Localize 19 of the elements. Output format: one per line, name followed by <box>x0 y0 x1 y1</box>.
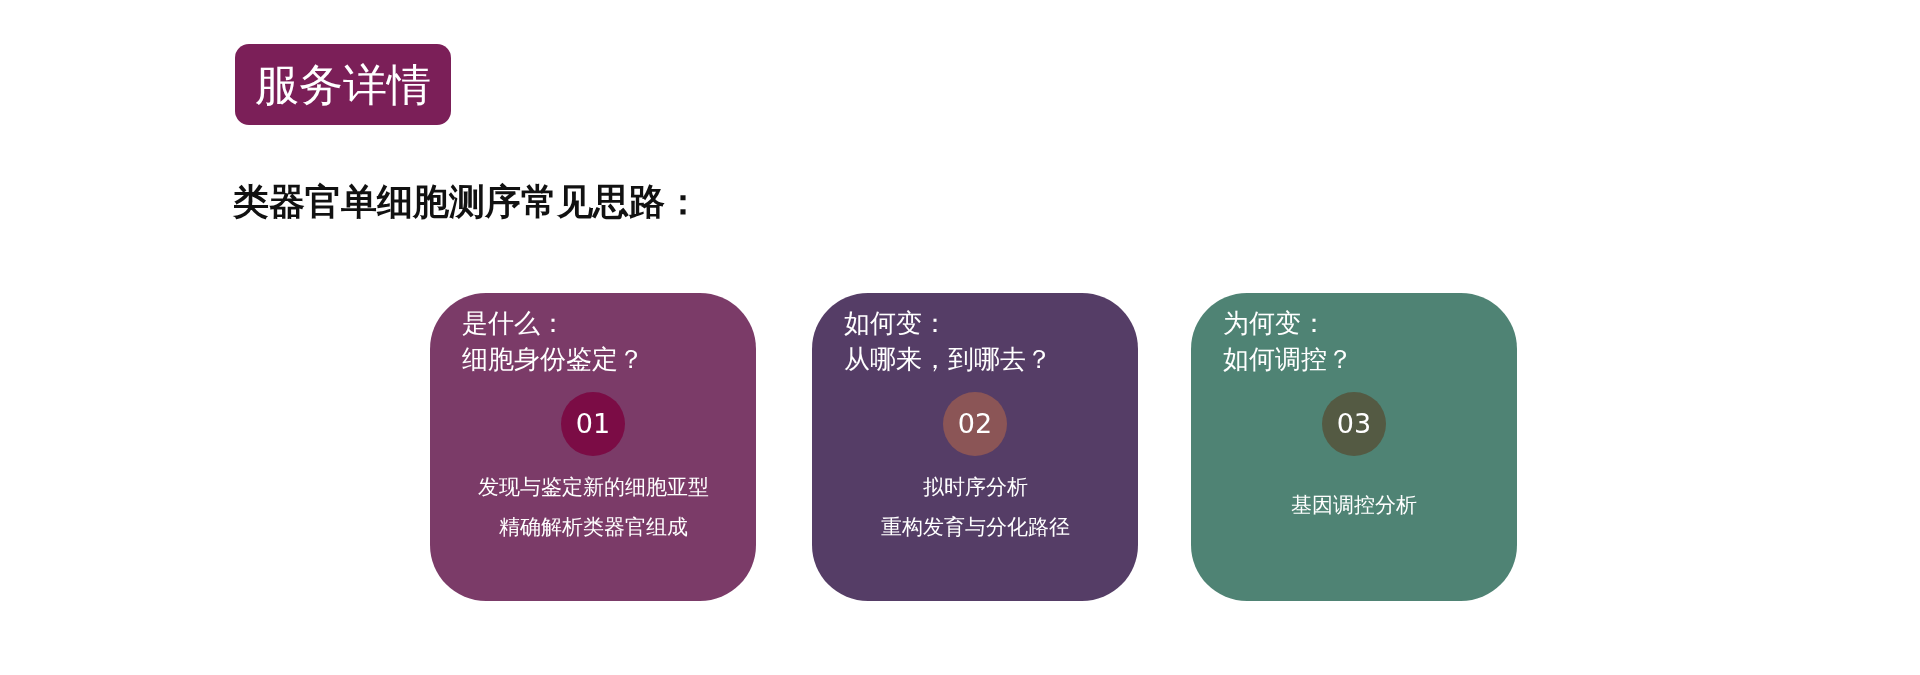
card-heading: 为何变： <box>1223 307 1327 339</box>
card-text: 拟时序分析 <box>921 474 1029 501</box>
card <box>1191 293 1517 601</box>
card-text: 发现与鉴定新的细胞亚型 <box>476 474 710 501</box>
number-circle: 02 <box>943 392 1007 456</box>
number-circle: 03 <box>1322 392 1386 456</box>
card <box>812 293 1138 601</box>
subtitle: 类器官单细胞测序常见思路： <box>233 179 701 224</box>
card-text: 基因调控分析 <box>1290 492 1418 519</box>
card <box>430 293 756 601</box>
card-heading: 如何变： <box>844 307 948 339</box>
title-badge: 服务详情 <box>235 44 451 125</box>
card-text: 重构发育与分化路径 <box>879 514 1071 541</box>
card-heading: 是什么： <box>462 307 566 339</box>
card-text: 精确解析类器官组成 <box>497 514 689 541</box>
card-heading: 如何调控？ <box>1223 343 1353 375</box>
number-circle: 01 <box>561 392 625 456</box>
card-heading: 从哪来，到哪去？ <box>844 343 1052 375</box>
card-heading: 细胞身份鉴定？ <box>462 343 644 375</box>
